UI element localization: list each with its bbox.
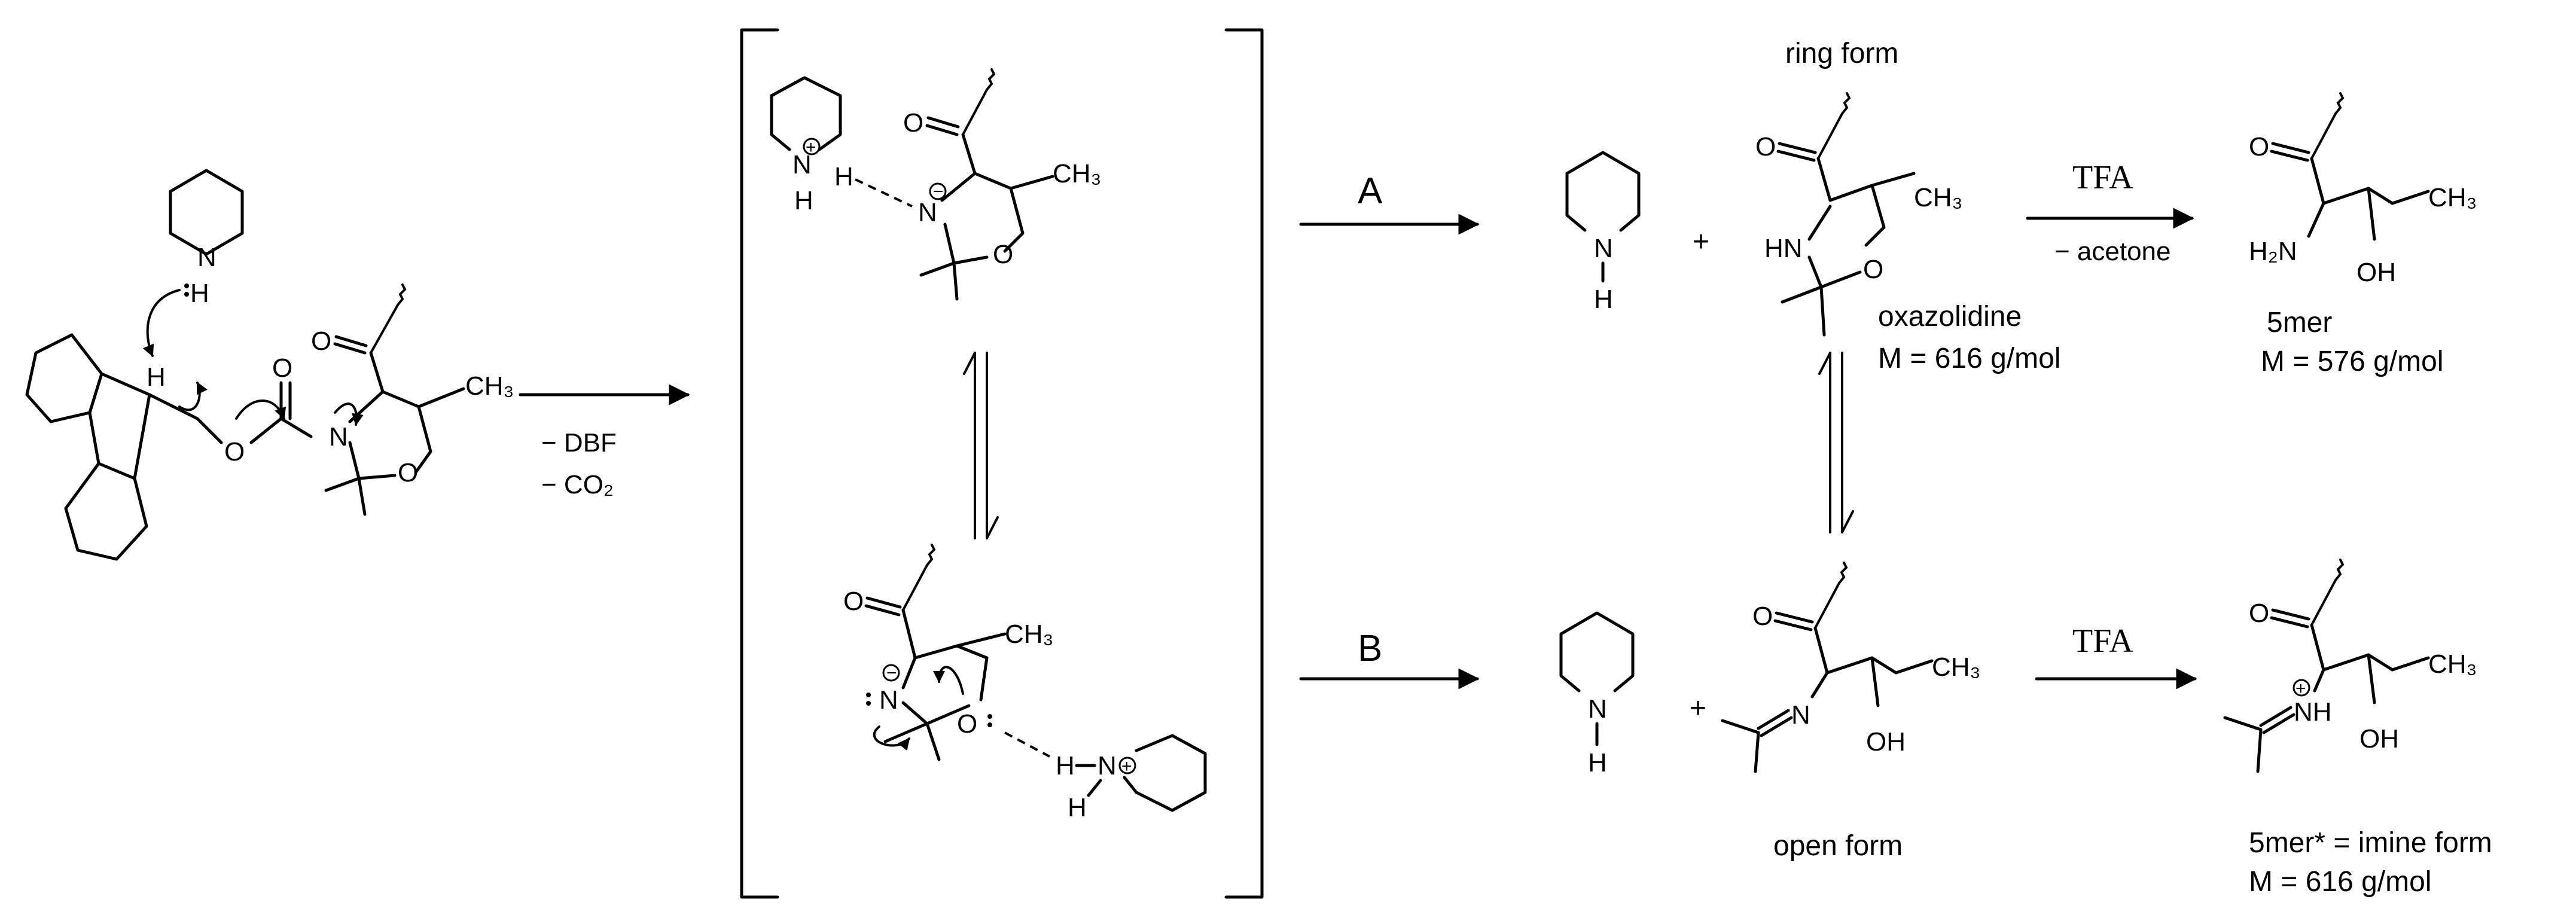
piperidinium-n-label: N — [792, 150, 812, 179]
open-oh: OH — [1866, 727, 1906, 757]
upper-carbonyl-o-label: O — [903, 108, 923, 138]
lower-piperidinium-n-label: N — [1098, 751, 1117, 780]
upper-intermediate-structure: N + H H N − O CH₃ O — [770, 68, 1101, 301]
oxazolidine-mass: M = 616 g/mol — [1878, 343, 2060, 374]
open-methyl: CH₃ — [1932, 652, 1980, 682]
piperidine-product-b — [1559, 611, 1635, 693]
imine-product-methyl: CH₃ — [2428, 649, 2477, 679]
lower-carbonyl-o-label: O — [843, 587, 864, 616]
open-imine-n: N — [1791, 700, 1810, 730]
open-form-label: open form — [1773, 830, 1903, 862]
lower-anionic-n-label: N — [879, 685, 898, 715]
imine-product-oh: OH — [2359, 724, 2399, 754]
plus-sign-b: + — [1690, 693, 1706, 724]
ring-form-label: ring form — [1785, 38, 1898, 69]
fluorenyl-h-label: H — [147, 362, 166, 392]
5mer-label: 5mer — [2267, 307, 2332, 338]
tfa-label-b: TFA — [2072, 623, 2133, 660]
5mer-product-structure: O CH₃ H₂N OH — [2249, 92, 2477, 287]
5mer-oh: OH — [2356, 258, 2396, 287]
imine-product-mass: M = 616 g/mol — [2249, 866, 2431, 898]
anionic-n-label: N — [918, 198, 937, 227]
methyl-label: CH₃ — [465, 371, 514, 401]
5mer-mass: M = 576 g/mol — [2261, 346, 2443, 377]
minus-co2-label: − CO₂ — [541, 470, 614, 499]
plus-sign-a: + — [1693, 226, 1709, 258]
piperidine-b-n-label: N — [1588, 694, 1607, 724]
lower-piperidinium-h2-label: H — [1068, 793, 1087, 822]
anionic-n-charge: − — [933, 182, 944, 202]
pathway-b-label: B — [1358, 628, 1382, 669]
imine-product-charge: + — [2295, 679, 2306, 699]
lower-methyl-label: CH₃ — [1005, 620, 1053, 649]
intermediate-bracket — [740, 28, 1264, 899]
lower-piperidinium-h-label: H — [1056, 751, 1075, 780]
piperidinium-charge: + — [806, 138, 816, 157]
fluorenyl-group — [25, 333, 151, 561]
piperidine-n-label: N — [197, 243, 217, 272]
open-carbonyl-o: O — [1752, 602, 1773, 631]
minus-dbf-label: − DBF — [541, 428, 617, 458]
piperidine-a-n-label: N — [1594, 234, 1613, 263]
imine-open-form-structure: O CH₃ N OH — [1721, 562, 1980, 773]
side-carbonyl-o-label: O — [311, 327, 331, 356]
carbamate-o-label: O — [224, 437, 245, 466]
lower-intermediate-structure: O CH₃ N − O H N + H — [843, 544, 1207, 822]
imine-product-carbonyl-o: O — [2249, 599, 2269, 628]
lower-piperidinium-charge: + — [1121, 757, 1132, 776]
carbonyl-o-label: O — [272, 353, 292, 383]
pathway-a-label: A — [1358, 170, 1383, 212]
oxazolidine-o-label: O — [1863, 255, 1883, 284]
ring-o-label: O — [398, 458, 418, 487]
5mer-h2n: H₂N — [2249, 237, 2297, 266]
upper-ring-o-label: O — [993, 240, 1013, 269]
oxazolidine-label: oxazolidine — [1878, 301, 2022, 333]
imine-product-label: 5mer* = imine form — [2249, 827, 2492, 859]
piperidine-h-label: H — [190, 279, 209, 308]
oxazolidine-carbonyl-o: O — [1755, 132, 1776, 161]
minus-acetone-label: − acetone — [2054, 237, 2171, 266]
upper-methyl-label: CH₃ — [1053, 159, 1101, 188]
piperidinium-h-label: H — [794, 186, 813, 215]
piperidinium-nh-label: H — [834, 162, 853, 191]
oxazolidine-structure: O HN O CH₃ — [1755, 92, 1962, 337]
imine-product-nh: NH — [2294, 697, 2332, 727]
tfa-label-a: TFA — [2072, 159, 2133, 196]
piperidine-b-h-label: H — [1588, 748, 1607, 777]
oxazolidine-n-label: N — [329, 422, 348, 452]
5mer-imine-product-structure: O CH₃ NH + OH — [2223, 559, 2477, 773]
oxazolidine-methyl: CH₃ — [1914, 183, 1962, 212]
piperidine-product-a — [1565, 151, 1641, 232]
lower-anionic-n-charge: − — [886, 663, 897, 683]
intermediate-equilibrium-arrows — [963, 352, 999, 539]
oxazolidine-hn-label: HN — [1764, 234, 1803, 263]
piperidine-base-ring — [169, 169, 244, 256]
ring-open-equilibrium-arrows — [1818, 352, 1854, 533]
piperidine-a-h-label: H — [1594, 285, 1613, 314]
5mer-carbonyl-o: O — [2249, 132, 2269, 161]
fmoc-protected-oxazolidine-structure: N H H O O N O CH₃ O — [25, 169, 514, 561]
5mer-methyl: CH₃ — [2428, 183, 2477, 212]
lower-ring-o-label: O — [957, 709, 977, 739]
